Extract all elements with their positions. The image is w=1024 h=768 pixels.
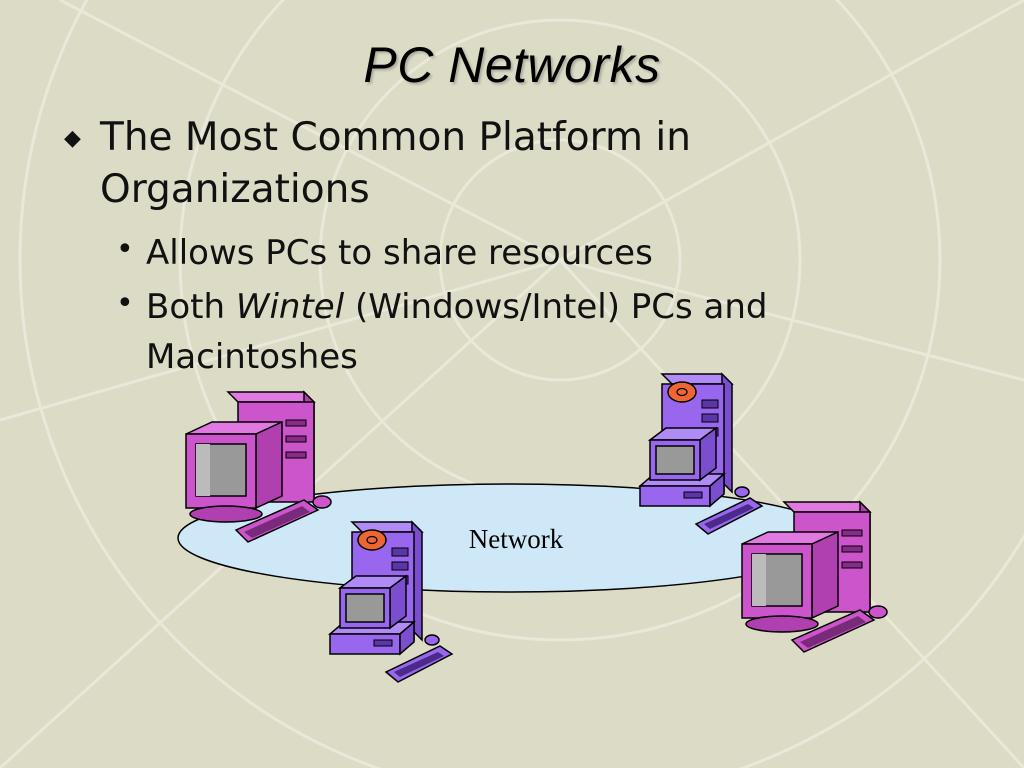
sub-bullet-italic: Wintel: [235, 287, 345, 327]
diamond-bullet-icon: ◆: [64, 126, 81, 151]
sub-bullet-suffix: (Windows/Intel) PCs and Macintoshes: [146, 287, 768, 377]
dot-bullet-icon: •: [116, 286, 134, 321]
sub-bullet-prefix: Both: [146, 287, 236, 327]
network-label: Network: [468, 524, 564, 554]
sub-bullet-share-resources: Allows PCs to share resources: [146, 233, 653, 273]
sub-bullet-wintel-mac: Both Wintel (Windows/Intel) PCs and Maci…: [146, 282, 926, 382]
dot-bullet-icon: •: [116, 232, 134, 267]
slide-title: PC Networks: [363, 37, 661, 93]
bullet-main: The Most Common Platform in Organization…: [100, 115, 691, 212]
